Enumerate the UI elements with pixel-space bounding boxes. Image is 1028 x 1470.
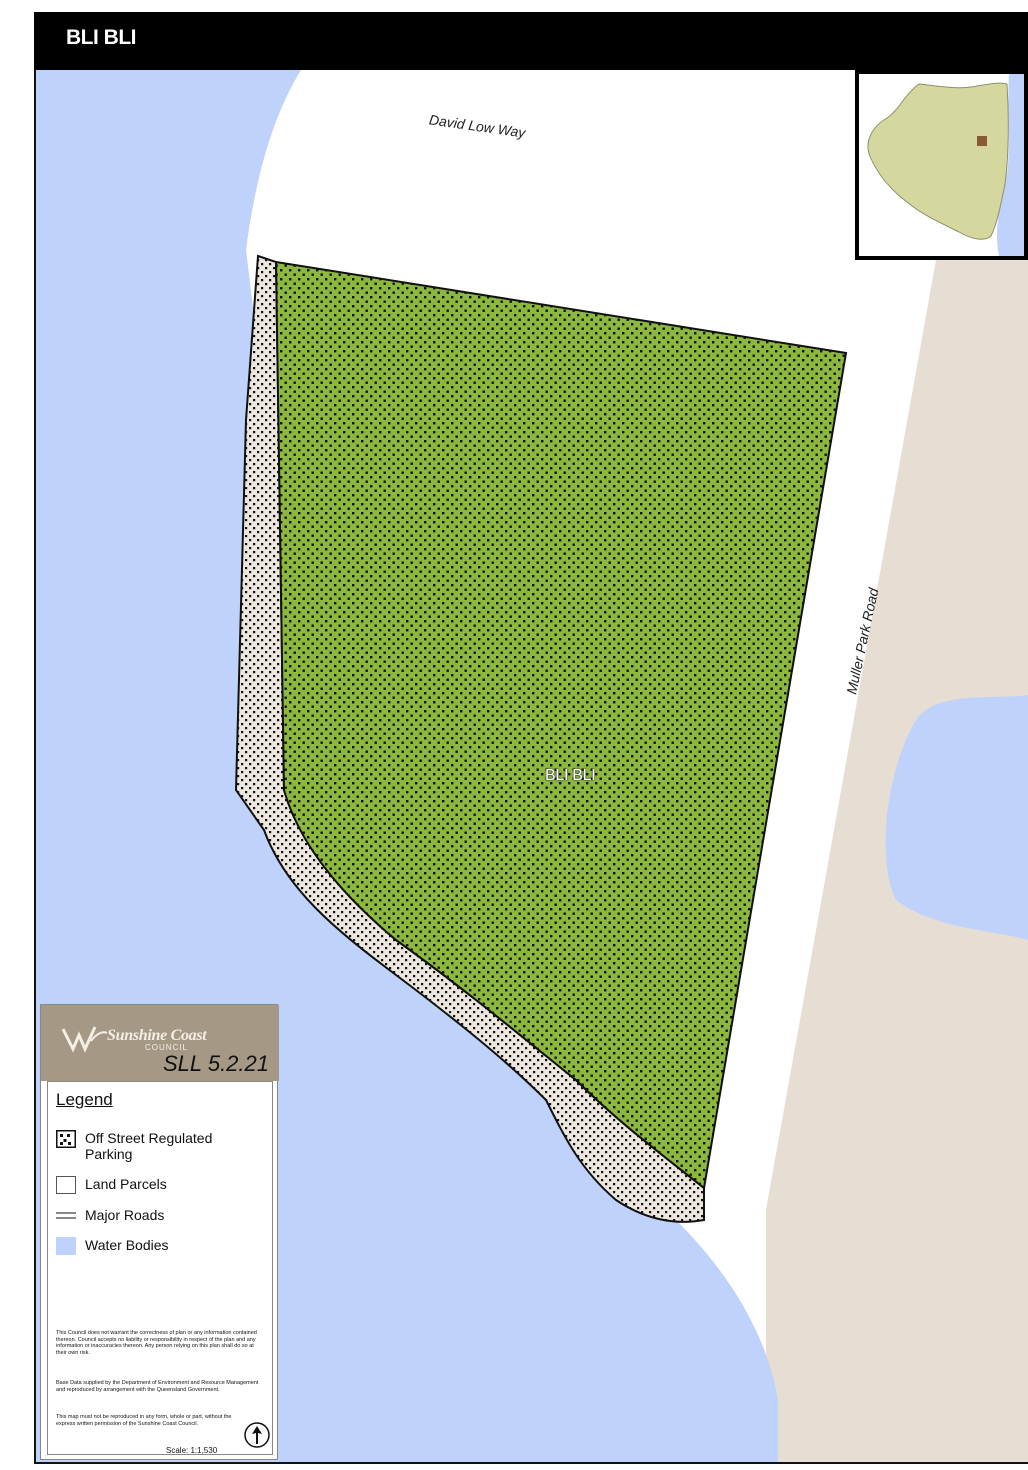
- legend-label-water-bodies: Water Bodies: [85, 1237, 169, 1253]
- legend-item-water-bodies: Water Bodies: [56, 1237, 245, 1255]
- map-code: SLL 5.2.21: [162, 1051, 269, 1076]
- parking-area: [274, 260, 848, 1190]
- legend-label-parking: Off Street Regulated Parking: [85, 1130, 213, 1162]
- legend-label-land-parcels: Land Parcels: [85, 1176, 167, 1192]
- legend-item-major-roads: Major Roads: [56, 1207, 245, 1225]
- title-bar: BLI BLI: [34, 12, 1028, 70]
- disclaimer-base-data: Base Data supplied by the Department of …: [56, 1380, 259, 1393]
- disclaimer-liability: This Council does not warrant the correc…: [56, 1330, 257, 1356]
- white-box-swatch-icon: [56, 1176, 76, 1194]
- double-line-swatch-icon: [56, 1212, 76, 1219]
- blue-box-swatch-icon: [56, 1237, 76, 1255]
- locator-inset-map: [855, 70, 1028, 260]
- page-border: [34, 12, 1028, 1464]
- council-sub: COUNCIL: [145, 1043, 189, 1052]
- legend-label-major-roads: Major Roads: [85, 1207, 165, 1223]
- inset-location-marker: [977, 136, 987, 146]
- inset-coast-water: [996, 74, 1024, 256]
- legend-title: Legend: [56, 1090, 113, 1109]
- parking-dots-swatch-icon: [56, 1130, 76, 1148]
- council-name: Sunshine Coast: [107, 1027, 207, 1044]
- water-body-east: [885, 695, 1028, 940]
- disclaimer-copyright: This map must not be reproduced in any f…: [56, 1414, 232, 1427]
- legend-item-parking: Off Street Regulated Parking: [56, 1130, 245, 1162]
- legend-body: Legend Off Street Regulated Parking Land…: [47, 1081, 273, 1455]
- map-title: BLI BLI: [66, 26, 137, 49]
- legend-panel: Sunshine Coast COUNCIL SLL 5.2.21 Legend…: [40, 1004, 279, 1460]
- legend-item-land-parcels: Land Parcels: [56, 1176, 245, 1194]
- map-scale: Scale: 1:1,530: [166, 1446, 218, 1455]
- area-label: BLI BLI: [545, 767, 596, 784]
- council-logo-icon: [61, 1026, 107, 1053]
- north-arrow-icon: [244, 1422, 270, 1448]
- inset-region-shape: [867, 82, 1009, 240]
- legend-header: Sunshine Coast COUNCIL SLL 5.2.21: [41, 1005, 279, 1081]
